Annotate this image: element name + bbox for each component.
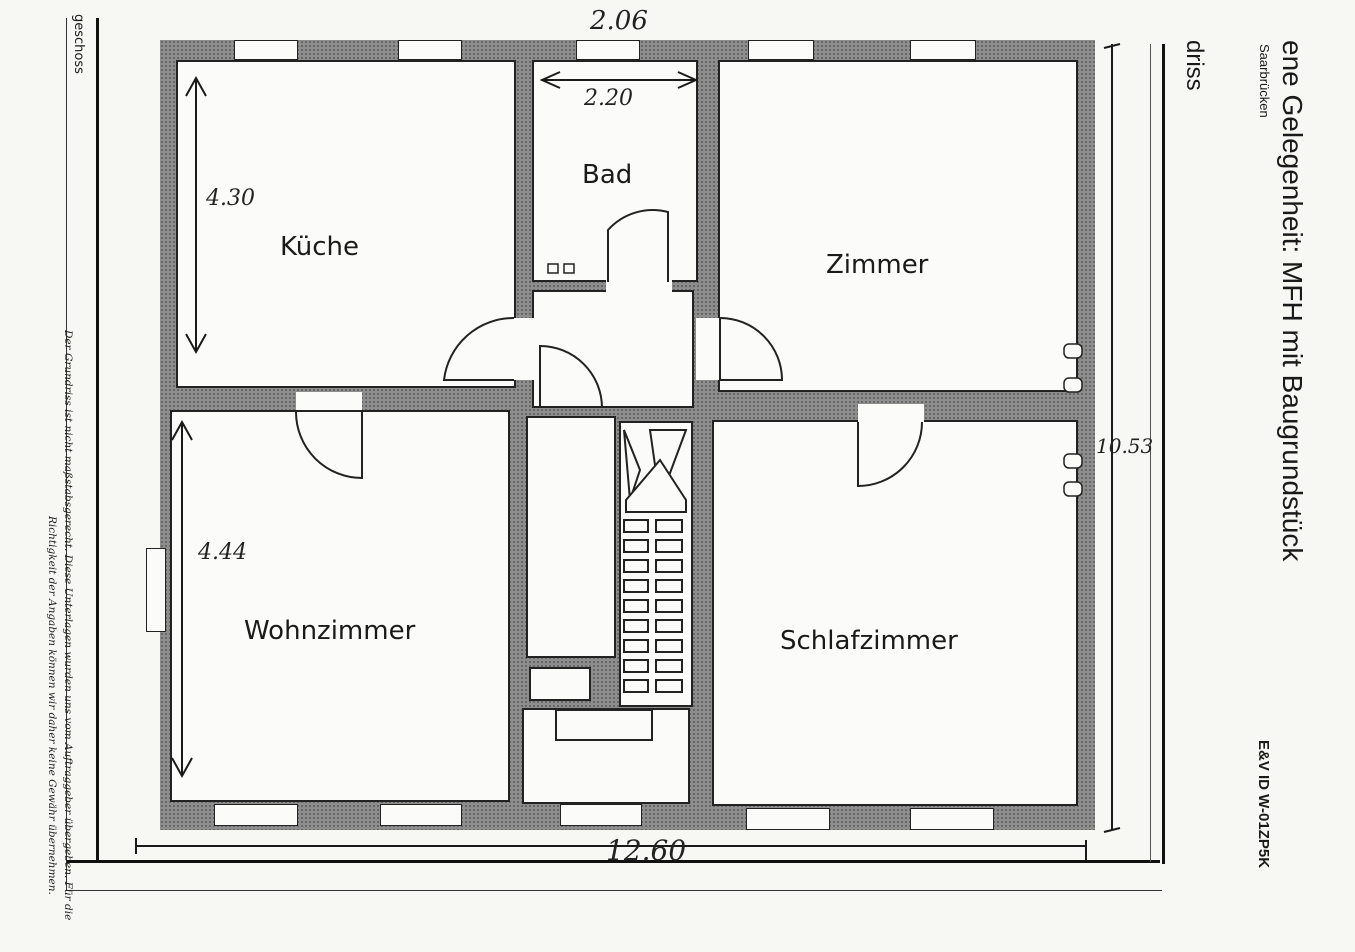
- room-schlafzimmer: [712, 420, 1078, 806]
- frame-left-inner: [66, 18, 67, 890]
- staircase: [529, 421, 693, 741]
- margin-city: Saarbrücken: [1257, 44, 1272, 118]
- window-bottom-3: [560, 804, 642, 826]
- room-kueche: [176, 60, 516, 388]
- window-top-1: [234, 40, 298, 60]
- door-swing-kueche: [442, 316, 515, 381]
- frame-left: [96, 18, 99, 862]
- dim-wohnzimmer-height: 4.44: [198, 540, 247, 565]
- margin-id: E&V ID W-01ZP5K: [1255, 740, 1272, 869]
- frame-bottom: [66, 860, 1160, 863]
- window-bottom-4: [746, 808, 830, 830]
- dim-top: 2.06: [590, 6, 648, 36]
- dim-bad-width: 2.20: [584, 86, 633, 111]
- margin-driss: driss: [1181, 40, 1208, 91]
- door-opening-zimmer: [696, 318, 720, 380]
- room-treppenhaus: [526, 416, 616, 658]
- window-top-5: [910, 40, 976, 60]
- frame-bottom-outer: [66, 890, 1162, 891]
- door-swing-flur: [539, 344, 603, 409]
- chimney: [547, 263, 1083, 497]
- room-zimmer: [718, 60, 1078, 392]
- door-swing-schlafzimmer: [857, 421, 923, 488]
- door-swing-zimmer: [719, 317, 784, 381]
- window-bottom-1: [214, 804, 298, 826]
- window-top-2: [398, 40, 462, 60]
- dim-right: 10.53: [1096, 434, 1154, 458]
- frame-right-thin: [1150, 44, 1151, 862]
- door-swing-bad: [607, 209, 669, 282]
- window-top-3: [576, 40, 640, 60]
- door-opening-wohnzimmer: [296, 392, 362, 410]
- frame-right: [1162, 44, 1165, 864]
- window-bottom-2: [380, 804, 462, 826]
- window-left: [146, 548, 166, 632]
- margin-disclaimer-1: Der Grundriss ist nicht maßstabsgerecht.…: [62, 330, 74, 921]
- window-top-4: [748, 40, 814, 60]
- door-opening-kueche: [514, 318, 534, 380]
- margin-disclaimer-2: Richtigkeit der Angaben können wir daher…: [46, 516, 58, 895]
- dim-kueche-height: 4.30: [206, 186, 255, 211]
- door-opening-bad: [606, 280, 672, 292]
- room-bad: [532, 60, 698, 282]
- margin-headline: ene Gelegenheit: MFH mit Baugrundstück: [1277, 40, 1308, 562]
- label-bad: Bad: [582, 160, 633, 190]
- label-wohnzimmer: Wohnzimmer: [244, 616, 416, 646]
- margin-geschoss: geschoss: [71, 14, 86, 74]
- label-schlafzimmer: Schlafzimmer: [780, 626, 958, 656]
- label-zimmer: Zimmer: [826, 250, 929, 280]
- door-swing-wohnzimmer: [295, 410, 363, 480]
- label-kueche: Küche: [280, 232, 360, 262]
- dim-bottom: 12.60: [606, 834, 687, 867]
- door-opening-schlafzimmer: [858, 404, 924, 422]
- window-bottom-5: [910, 808, 994, 830]
